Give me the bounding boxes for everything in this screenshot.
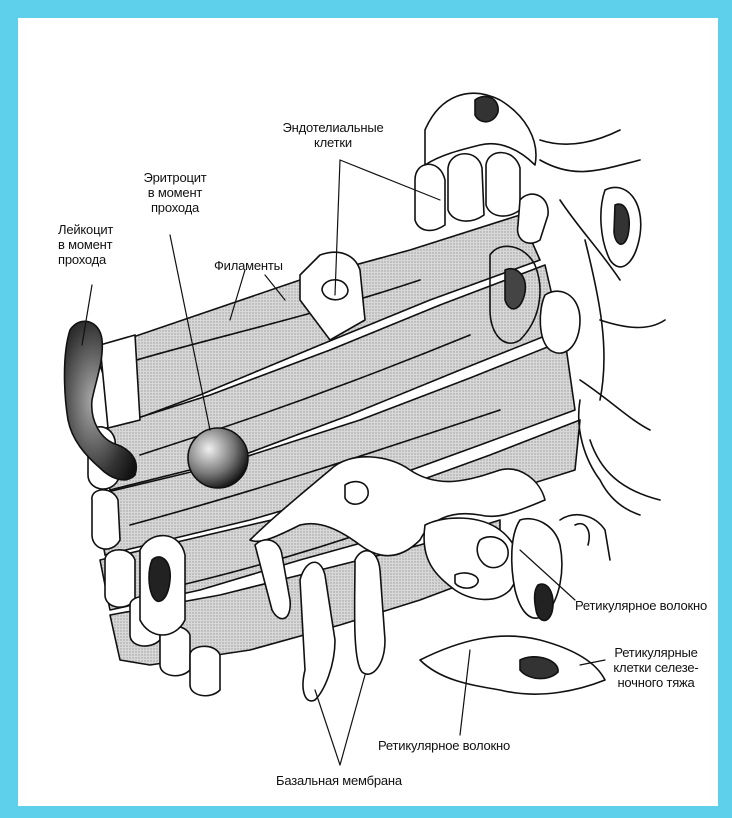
label-leukocyte: Лейкоцит в момент прохода xyxy=(58,222,113,267)
endothelial-cell xyxy=(486,153,520,216)
nucleus xyxy=(475,96,498,121)
label-line: Ретикулярные xyxy=(598,645,714,660)
rod-end xyxy=(105,550,135,607)
label-reticular-cells: Ретикулярные клетки селезе- ночного тяжа xyxy=(598,645,714,690)
endothelial-cell xyxy=(448,154,484,221)
reticular-cell xyxy=(540,291,580,353)
label-erythrocyte: Эритроцит в момент прохода xyxy=(130,170,220,215)
rod-end xyxy=(92,490,120,549)
label-line: Лейкоцит xyxy=(58,222,113,237)
label-line: прохода xyxy=(130,200,220,215)
nucleus xyxy=(505,269,525,309)
reticular-fiber xyxy=(560,515,610,560)
label-line: в момент xyxy=(130,185,220,200)
label-line: Эритроцит xyxy=(130,170,220,185)
label-reticular-fiber-bottom: Ретикулярное волокно xyxy=(378,738,510,753)
label-line: Эндотелиальные xyxy=(268,120,398,135)
nucleus xyxy=(614,204,629,244)
label-line: клетки xyxy=(268,135,398,150)
rod-end xyxy=(100,335,140,428)
label-line: прохода xyxy=(58,252,113,267)
label-line: ночного тяжа xyxy=(598,675,714,690)
endothelial-cell xyxy=(518,194,549,243)
label-endothelial-cells: Эндотелиальные клетки xyxy=(268,120,398,150)
label-line: клетки селезе- xyxy=(598,660,714,675)
basal-fiber xyxy=(355,551,385,674)
erythrocyte xyxy=(188,428,248,488)
nucleus xyxy=(520,657,558,679)
endothelial-cell xyxy=(415,164,445,230)
leader-reticular-fiber-bottom xyxy=(460,650,470,735)
nucleus xyxy=(535,584,553,620)
label-reticular-fiber-right: Ретикулярное волокно xyxy=(575,598,707,613)
label-line: в момент xyxy=(58,237,113,252)
reticular-cell xyxy=(420,636,605,694)
rod-end xyxy=(190,646,220,695)
label-basal-membrane: Базальная мембрана xyxy=(276,773,402,788)
label-filaments: Филаменты xyxy=(214,258,283,273)
nucleus xyxy=(149,557,170,601)
